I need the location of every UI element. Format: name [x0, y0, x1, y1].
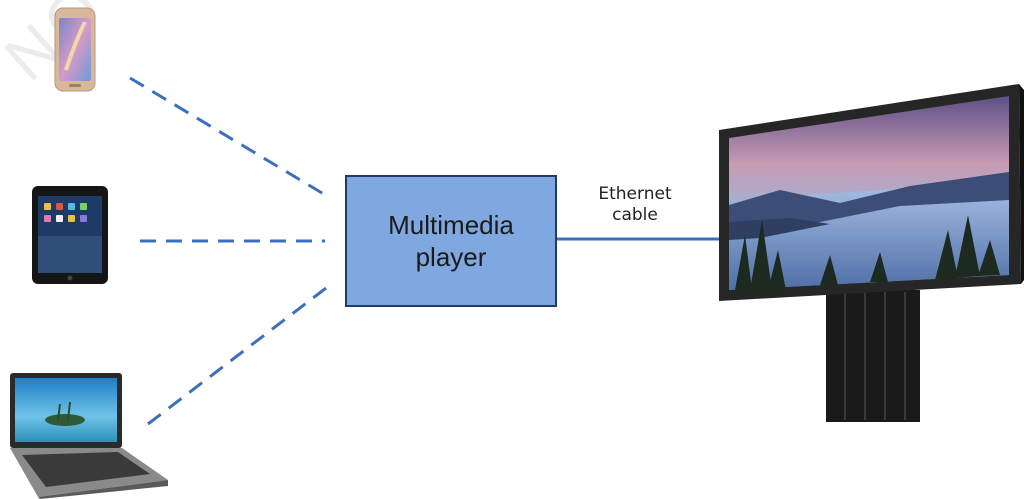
laptop-link-line — [147, 283, 331, 426]
laptop-icon — [10, 373, 168, 499]
phone-link-line — [129, 76, 328, 198]
multimedia-player-box: Multimedia player — [345, 175, 557, 307]
player-label-line2: player — [415, 242, 487, 272]
ethernet-cable-label: Ethernet cable — [585, 184, 685, 226]
tablet-icon — [32, 186, 108, 284]
cable-label-line2: cable — [612, 205, 658, 225]
billboard-icon — [719, 84, 1024, 422]
player-label-line1: Multimedia — [388, 210, 514, 240]
smartphone-icon — [54, 7, 96, 92]
cable-label-line1: Ethernet — [598, 184, 672, 204]
